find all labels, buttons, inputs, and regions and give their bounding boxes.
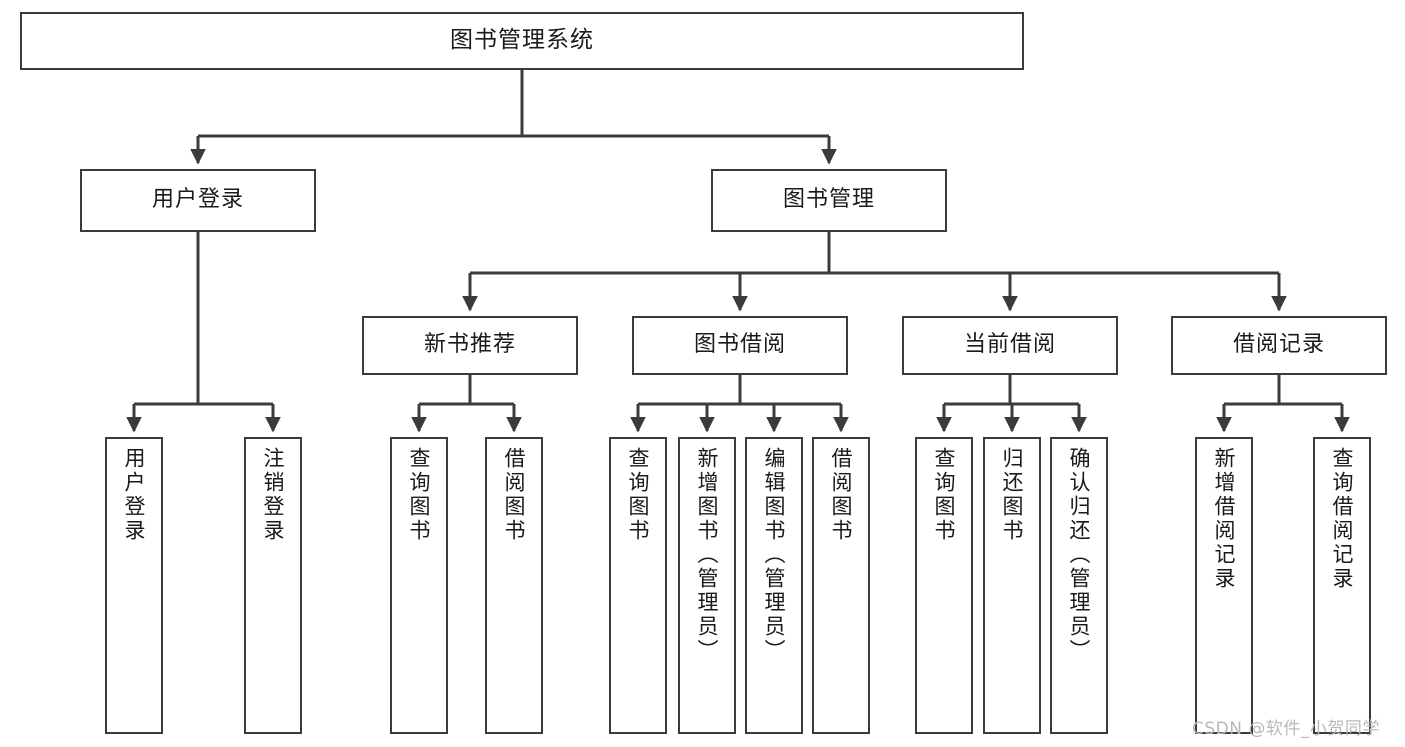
node-leaf-confirm-return-admin[interactable]: 确认归还（管理员） (1050, 437, 1108, 734)
node-user-login[interactable]: 用户登录 (80, 169, 316, 232)
node-leaf-borrow-book-1[interactable]: 借阅图书 (485, 437, 543, 734)
node-borrow-record[interactable]: 借阅记录 (1171, 316, 1387, 375)
node-current-borrow[interactable]: 当前借阅 (902, 316, 1118, 375)
node-leaf-return-book-label: 归还图书 (1000, 447, 1025, 543)
node-book-borrow[interactable]: 图书借阅 (632, 316, 848, 375)
node-leaf-query-borrow-record[interactable]: 查询借阅记录 (1313, 437, 1371, 734)
node-leaf-query-book-2[interactable]: 查询图书 (609, 437, 667, 734)
node-new-book-recommend[interactable]: 新书推荐 (362, 316, 578, 375)
node-leaf-logout-login[interactable]: 注销登录 (244, 437, 302, 734)
node-book-manage[interactable]: 图书管理 (711, 169, 947, 232)
node-leaf-query-book-1-label: 查询图书 (407, 447, 432, 543)
node-leaf-query-book-3[interactable]: 查询图书 (915, 437, 973, 734)
node-leaf-return-book[interactable]: 归还图书 (983, 437, 1041, 734)
node-leaf-add-book-admin[interactable]: 新增图书（管理员） (678, 437, 736, 734)
node-leaf-query-borrow-record-label: 查询借阅记录 (1330, 447, 1355, 591)
node-leaf-add-borrow-record-label: 新增借阅记录 (1212, 447, 1237, 591)
watermark: CSDN @软件_小贺同学 (1192, 719, 1380, 739)
node-leaf-query-book-1[interactable]: 查询图书 (390, 437, 448, 734)
node-leaf-add-borrow-record[interactable]: 新增借阅记录 (1195, 437, 1253, 734)
node-leaf-logout-login-label: 注销登录 (261, 447, 286, 543)
node-book-manage-label: 图书管理 (782, 187, 875, 213)
node-book-borrow-label: 图书借阅 (693, 332, 786, 358)
node-leaf-borrow-book-1-label: 借阅图书 (502, 447, 527, 543)
node-root-label: 图书管理系统 (450, 27, 594, 54)
node-leaf-add-book-admin-label: 新增图书（管理员） (695, 447, 720, 663)
node-borrow-record-label: 借阅记录 (1232, 332, 1325, 358)
node-leaf-query-book-3-label: 查询图书 (932, 447, 957, 543)
node-leaf-confirm-return-admin-label: 确认归还（管理员） (1067, 447, 1092, 663)
node-leaf-query-book-2-label: 查询图书 (626, 447, 651, 543)
node-leaf-user-login-label: 用户登录 (122, 447, 147, 543)
node-current-borrow-label: 当前借阅 (963, 332, 1056, 358)
node-leaf-edit-book-admin[interactable]: 编辑图书（管理员） (745, 437, 803, 734)
node-leaf-user-login[interactable]: 用户登录 (105, 437, 163, 734)
node-leaf-edit-book-admin-label: 编辑图书（管理员） (762, 447, 787, 663)
node-root[interactable]: 图书管理系统 (20, 12, 1024, 70)
node-user-login-label: 用户登录 (151, 187, 244, 213)
node-new-book-recommend-label: 新书推荐 (423, 332, 516, 358)
node-leaf-borrow-book-2[interactable]: 借阅图书 (812, 437, 870, 734)
node-leaf-borrow-book-2-label: 借阅图书 (829, 447, 854, 543)
